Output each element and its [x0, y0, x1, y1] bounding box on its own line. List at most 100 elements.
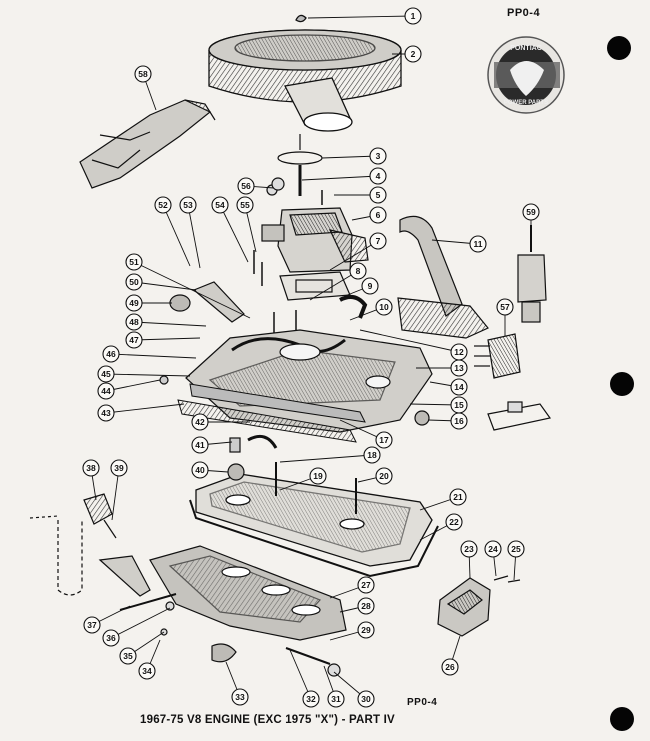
callout-number: 54	[215, 200, 225, 210]
callout-number: 33	[235, 692, 245, 702]
callout-circle	[97, 404, 115, 422]
callout-circle	[375, 467, 393, 485]
callout-17: 17	[339, 419, 393, 449]
callout-59: 59	[522, 203, 540, 228]
leader-line	[105, 379, 161, 392]
callout-42: 42	[191, 413, 250, 431]
callout-56: 56	[237, 177, 275, 195]
callout-number: 4	[376, 171, 381, 181]
callout-circle	[357, 597, 375, 615]
callout-circle	[134, 65, 152, 83]
callout-26: 26	[441, 635, 461, 676]
leader-line	[359, 329, 460, 353]
snorkel-duct	[79, 99, 216, 189]
callout-circle	[191, 461, 209, 479]
callout-circle	[357, 576, 375, 594]
callout-number: 46	[106, 349, 116, 359]
page-code-bottom: PP0-4	[407, 697, 438, 708]
callout-circle	[369, 147, 387, 165]
callout-circle	[211, 196, 229, 214]
callout-16: 16	[427, 412, 468, 430]
logo-text-top: PONTIAC	[510, 45, 542, 52]
callout-circle	[484, 540, 502, 558]
callout-circle	[449, 488, 467, 506]
callout-circle	[404, 45, 422, 63]
callout-20: 20	[357, 467, 393, 485]
callout-number: 53	[183, 200, 193, 210]
callout-number: 44	[101, 386, 111, 396]
leader-line	[309, 270, 359, 301]
leader-line	[133, 281, 197, 291]
callout-number: 6	[376, 210, 381, 220]
callout-34: 34	[138, 639, 161, 680]
binder-hole-middle	[610, 372, 634, 396]
callout-number: 1	[411, 11, 416, 21]
callout-number: 28	[361, 601, 371, 611]
callout-46: 46	[102, 345, 197, 363]
callout-circle	[361, 277, 379, 295]
callout-number: 25	[511, 544, 521, 554]
callout-number: 40	[195, 465, 205, 475]
callout-22: 22	[419, 513, 463, 541]
callout-circle	[369, 232, 387, 250]
callout-circle	[191, 413, 209, 431]
callout-number: 13	[454, 363, 464, 373]
leader-line	[321, 155, 379, 159]
callout-circle	[375, 431, 393, 449]
callout-15: 15	[409, 396, 468, 414]
callout-54: 54	[211, 196, 249, 263]
callout-37: 37	[83, 605, 131, 634]
leader-line	[105, 403, 185, 414]
callout-circle	[102, 629, 120, 647]
callout-number: 8	[356, 266, 361, 276]
callout-number: 31	[331, 694, 341, 704]
callout-53: 53	[179, 196, 201, 269]
callout-19: 19	[279, 467, 327, 491]
callout-number: 43	[101, 408, 111, 418]
air-cleaner-assembly	[208, 14, 402, 132]
callout-circle	[110, 459, 128, 477]
logo-text-bottom: POWER PARTS	[504, 100, 548, 106]
leader-line	[289, 649, 312, 700]
callout-number: 14	[454, 382, 464, 392]
callout-number: 55	[240, 200, 250, 210]
callout-circle	[125, 294, 143, 312]
callout-52: 52	[154, 196, 191, 267]
callout-number: 36	[106, 633, 116, 643]
callout-number: 20	[379, 471, 389, 481]
callout-number: 21	[453, 492, 463, 502]
binder-hole-bottom	[610, 707, 634, 731]
callout-circle	[125, 313, 143, 331]
callout-number: 11	[474, 239, 483, 249]
callout-50: 50	[125, 273, 197, 291]
leader-line	[111, 467, 120, 521]
leader-line	[133, 321, 207, 327]
callout-44: 44	[97, 379, 161, 400]
callout-33: 33	[225, 661, 249, 706]
callout-57: 57	[496, 298, 514, 336]
leader-line	[133, 337, 201, 341]
callout-28: 28	[339, 597, 375, 615]
callout-circle	[460, 540, 478, 558]
pontiac-power-parts-logo: PONTIAC POWER PARTS	[487, 36, 565, 114]
heat-stove-pipe	[397, 215, 489, 339]
leader-line	[279, 454, 373, 463]
callout-number: 23	[464, 544, 474, 554]
leader-line	[329, 240, 379, 271]
callout-number: 47	[129, 335, 139, 345]
callout-number: 22	[449, 517, 459, 527]
callout-38: 38	[82, 459, 100, 501]
callout-number: 10	[379, 302, 389, 312]
callout-circle	[97, 382, 115, 400]
callout-circle	[441, 658, 459, 676]
callout-circle	[97, 365, 115, 383]
carburetor-bolts	[253, 190, 323, 334]
callout-number: 58	[138, 69, 148, 79]
callout-circle	[191, 436, 209, 454]
callout-number: 39	[114, 463, 124, 473]
carburetor	[261, 207, 369, 301]
callout-circle	[83, 616, 101, 634]
callout-number: 34	[142, 666, 152, 676]
